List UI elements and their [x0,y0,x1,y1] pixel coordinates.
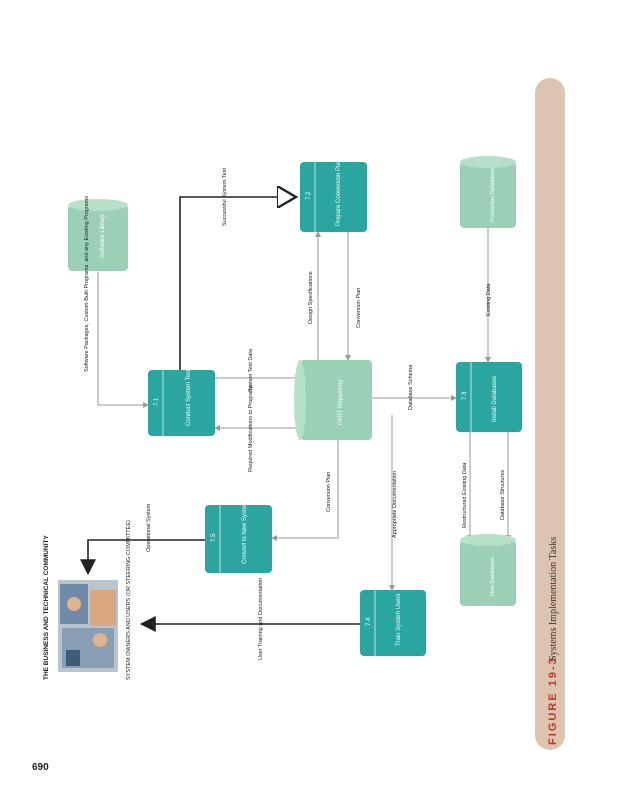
community-photo [58,580,118,672]
process-7-3: 7.3 Install Databases [456,362,522,432]
label-successful-system-test: Successful System Test [222,168,228,226]
process-7-5-number: 7.5 [211,533,217,542]
store-repository-label: PART Repository [338,379,344,425]
label-software-packages: Software Packages, Custom-Built Programs… [84,196,90,372]
store-production-databases: Production Databases [460,156,516,228]
process-7-2-number: 7.2 [306,191,312,200]
store-new-databases: New Databases [460,534,516,606]
page-number: 690 [32,762,49,773]
process-7-5-name: Convert to New System [242,501,248,564]
store-software-library: Software Library [68,199,128,271]
process-7-5: 7.5 Convert to New System [205,501,272,573]
process-7-4: 7.4 Train System Users [360,590,426,656]
process-7-1-name: Conduct System Test [186,369,192,426]
label-design-specifications: Design Specifications [308,271,314,324]
process-7-1-number: 7.1 [154,397,160,406]
process-7-2: 7.2 Prepare Conversion Plan [300,159,367,232]
figure-caption-band: FIGURE 19-3 Systems Implementation Tasks [535,78,565,750]
process-7-1: 7.1 Conduct System Test [148,369,215,436]
label-appropriate-documentation: Appropriate Documentation [392,471,398,538]
label-conversion-plan-left: Conversion Plan [326,472,332,512]
label-required-modifications: Required Modifications to Programs [248,384,254,472]
store-new-databases-label: New Databases [490,557,496,596]
label-restructured-data: Restructured Existing Data [462,462,468,528]
process-7-3-name: Install Databases [492,376,498,422]
figure-caption: Systems Implementation Tasks [548,537,559,661]
store-software-library-label: Software Library [100,214,106,258]
process-7-4-number: 7.4 [366,617,372,626]
flow-successful-system-test [180,197,296,370]
figure-label: FIGURE 19-3 [547,656,559,745]
process-7-2-name: Prepare Conversion Plan [336,159,342,226]
process-7-3-number: 7.3 [462,391,468,400]
label-database-structures: Database Structures [500,470,506,520]
label-database-schema: Database Schema [408,364,414,410]
community-title: THE BUSINESS AND TECHNICAL COMMUNITY [43,535,50,680]
label-conversion-plan-right: Conversion Plan [356,288,362,328]
label-user-training: User Training and Documentation [258,578,264,660]
label-existing-data: Existing Data [486,283,492,316]
owners-label: SYSTEM OWNERS AND USERS (OR STEERING COM… [126,520,132,680]
flow-software-packages [98,272,148,405]
store-production-databases-label: Production Databases [490,168,496,222]
process-7-4-name: Train System Users [396,594,402,646]
label-operational-system: Operational System [146,503,152,552]
store-repository: PART Repository [294,360,372,440]
